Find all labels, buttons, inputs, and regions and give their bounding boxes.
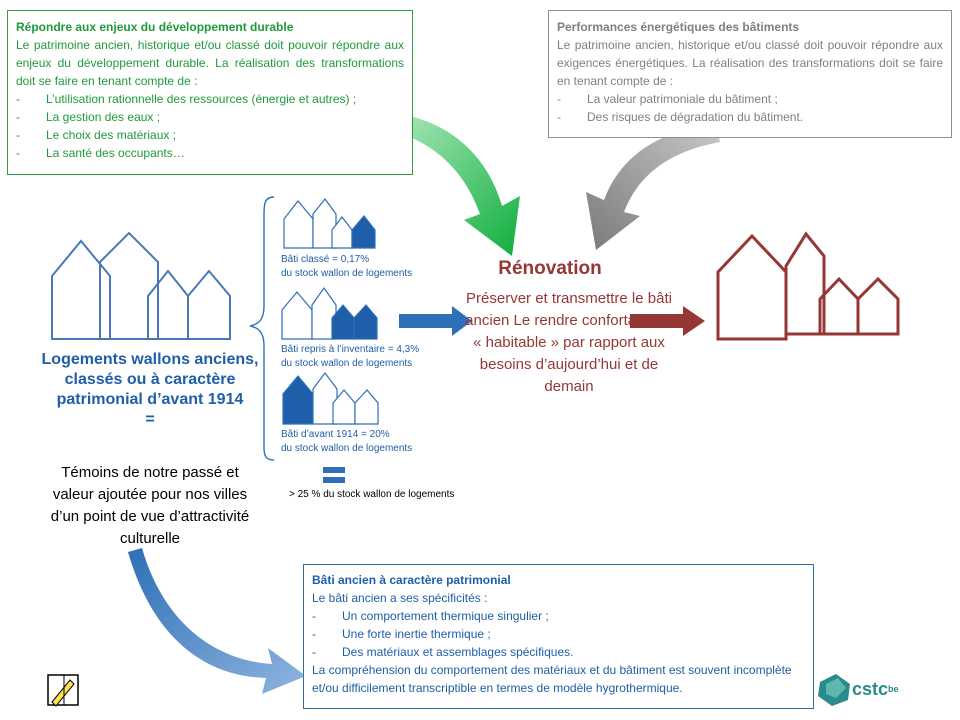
stock-classe-line1: Bâti classé = 0,17% [281,254,370,265]
left-description: Témoins de notre passé et valeur ajoutée… [50,464,250,547]
box-heritage-building-list: Un comportement thermique singulier ; Un… [312,607,805,661]
list-item: Des matériaux et assemblages spécifiques… [312,643,805,661]
list-item: L’utilisation rationnelle des ressources… [16,90,404,108]
box-energy-performance-list: La valeur patrimoniale du bâtiment ; Des… [557,90,943,126]
renovation-text: Préserver et transmettre le bâti ancien … [465,290,673,395]
box-heritage-building-text: Le bâti ancien a ses spécificités : [312,591,488,605]
blue-straight-arrow [399,306,472,336]
box-sustainable-development: Répondre aux enjeux du développement dur… [7,10,413,175]
box-sustainable-development-list: L’utilisation rationnelle des ressources… [16,90,404,162]
equals-bar-bottom [323,477,345,483]
list-item: La gestion des eaux ; [16,108,404,126]
brace [249,196,275,461]
cstc-logo-name: cstc [852,679,889,699]
left-equals: = [145,411,155,428]
houses-avant1914-icon [282,372,379,425]
cstc-logo-suffix: be [888,684,899,694]
houses-classe-icon [283,198,376,249]
box-heritage-building: Bâti ancien à caractère patrimonial Le b… [303,564,814,709]
box-heritage-building-conclusion: La compréhension du comportement des mat… [312,663,792,695]
red-straight-arrow [630,306,705,336]
list-item: La valeur patrimoniale du bâtiment ; [557,90,943,108]
houses-inventaire-icon [281,286,378,340]
grey-curved-arrow [586,124,720,250]
box-energy-performance: Performances énergétiques des bâtiments … [548,10,952,138]
box-energy-performance-text: Le patrimoine ancien, historique et/ou c… [557,38,943,88]
stock-avant1914-label: Bâti d’avant 1914 = 20% du stock wallon … [281,428,441,456]
stock-inventaire-label: Bâti repris à l’inventaire = 4,3% du sto… [281,343,441,371]
stock-total-label: > 25 % du stock wallon de logements [289,489,455,500]
list-item: La santé des occupants… [16,144,404,162]
box-sustainable-development-text: Le patrimoine ancien, historique et/ou c… [16,38,404,88]
cstc-logo-icon [818,674,850,706]
left-title: Logements wallons anciens, classés ou à … [41,351,259,408]
green-curved-arrow [374,112,520,256]
list-item: Une forte inertie thermique ; [312,625,805,643]
left-heading: Logements wallons anciens, classés ou à … [40,350,260,430]
list-item: Un comportement thermique singulier ; [312,607,805,625]
left-houses-icon [51,231,231,340]
renovation-title: Rénovation [498,258,602,279]
list-item: Le choix des matériaux ; [16,126,404,144]
renovated-houses-icon [716,231,900,341]
equals-bar-top [323,467,345,473]
box-energy-performance-title: Performances énergétiques des bâtiments [557,20,800,34]
stock-classe-line2: du stock wallon de logements [281,268,413,279]
stock-inventaire-line2: du stock wallon de logements [281,358,413,369]
stock-inventaire-line1: Bâti repris à l’inventaire = 4,3% [281,344,420,355]
cstc-logo-text: cstcbe [852,679,899,699]
stock-avant1914-line2: du stock wallon de logements [281,443,413,454]
stock-avant1914-line1: Bâti d’avant 1914 = 20% [281,429,390,440]
box-heritage-building-title: Bâti ancien à caractère patrimonial [312,573,511,587]
list-item: Des risques de dégradation du bâtiment. [557,108,943,126]
stock-classe-label: Bâti classé = 0,17% du stock wallon de l… [281,253,441,281]
box-sustainable-development-title: Répondre aux enjeux du développement dur… [16,20,294,34]
pencil-square-icon [47,674,79,707]
blue-curved-arrow [128,548,306,694]
